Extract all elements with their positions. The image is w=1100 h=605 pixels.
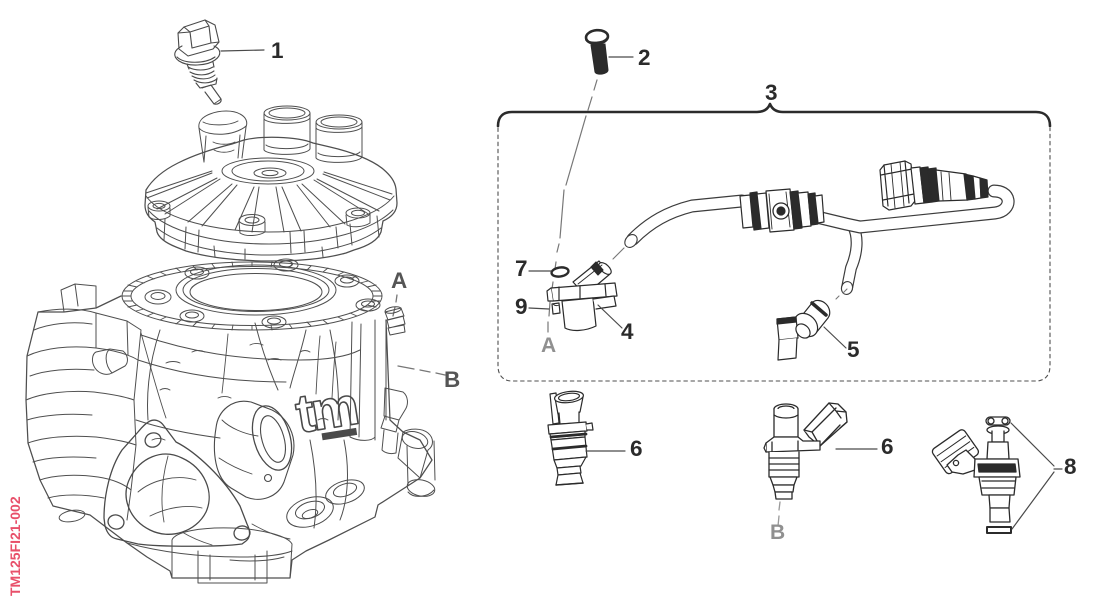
svg-text:7: 7 (515, 256, 528, 281)
svg-text:1: 1 (271, 38, 284, 63)
svg-text:5: 5 (847, 337, 860, 362)
svg-text:6: 6 (630, 436, 643, 461)
svg-text:6: 6 (881, 434, 894, 459)
svg-text:TM125FI21-002: TM125FI21-002 (7, 496, 23, 596)
svg-text:3: 3 (765, 80, 778, 105)
svg-text:8: 8 (1064, 454, 1077, 479)
svg-text:2: 2 (638, 45, 651, 70)
svg-text:4: 4 (621, 319, 634, 344)
svg-text:B: B (770, 521, 785, 544)
svg-text:9: 9 (515, 294, 528, 319)
svg-text:A: A (541, 334, 556, 357)
svg-text:A: A (391, 268, 407, 293)
svg-text:B: B (444, 367, 460, 392)
